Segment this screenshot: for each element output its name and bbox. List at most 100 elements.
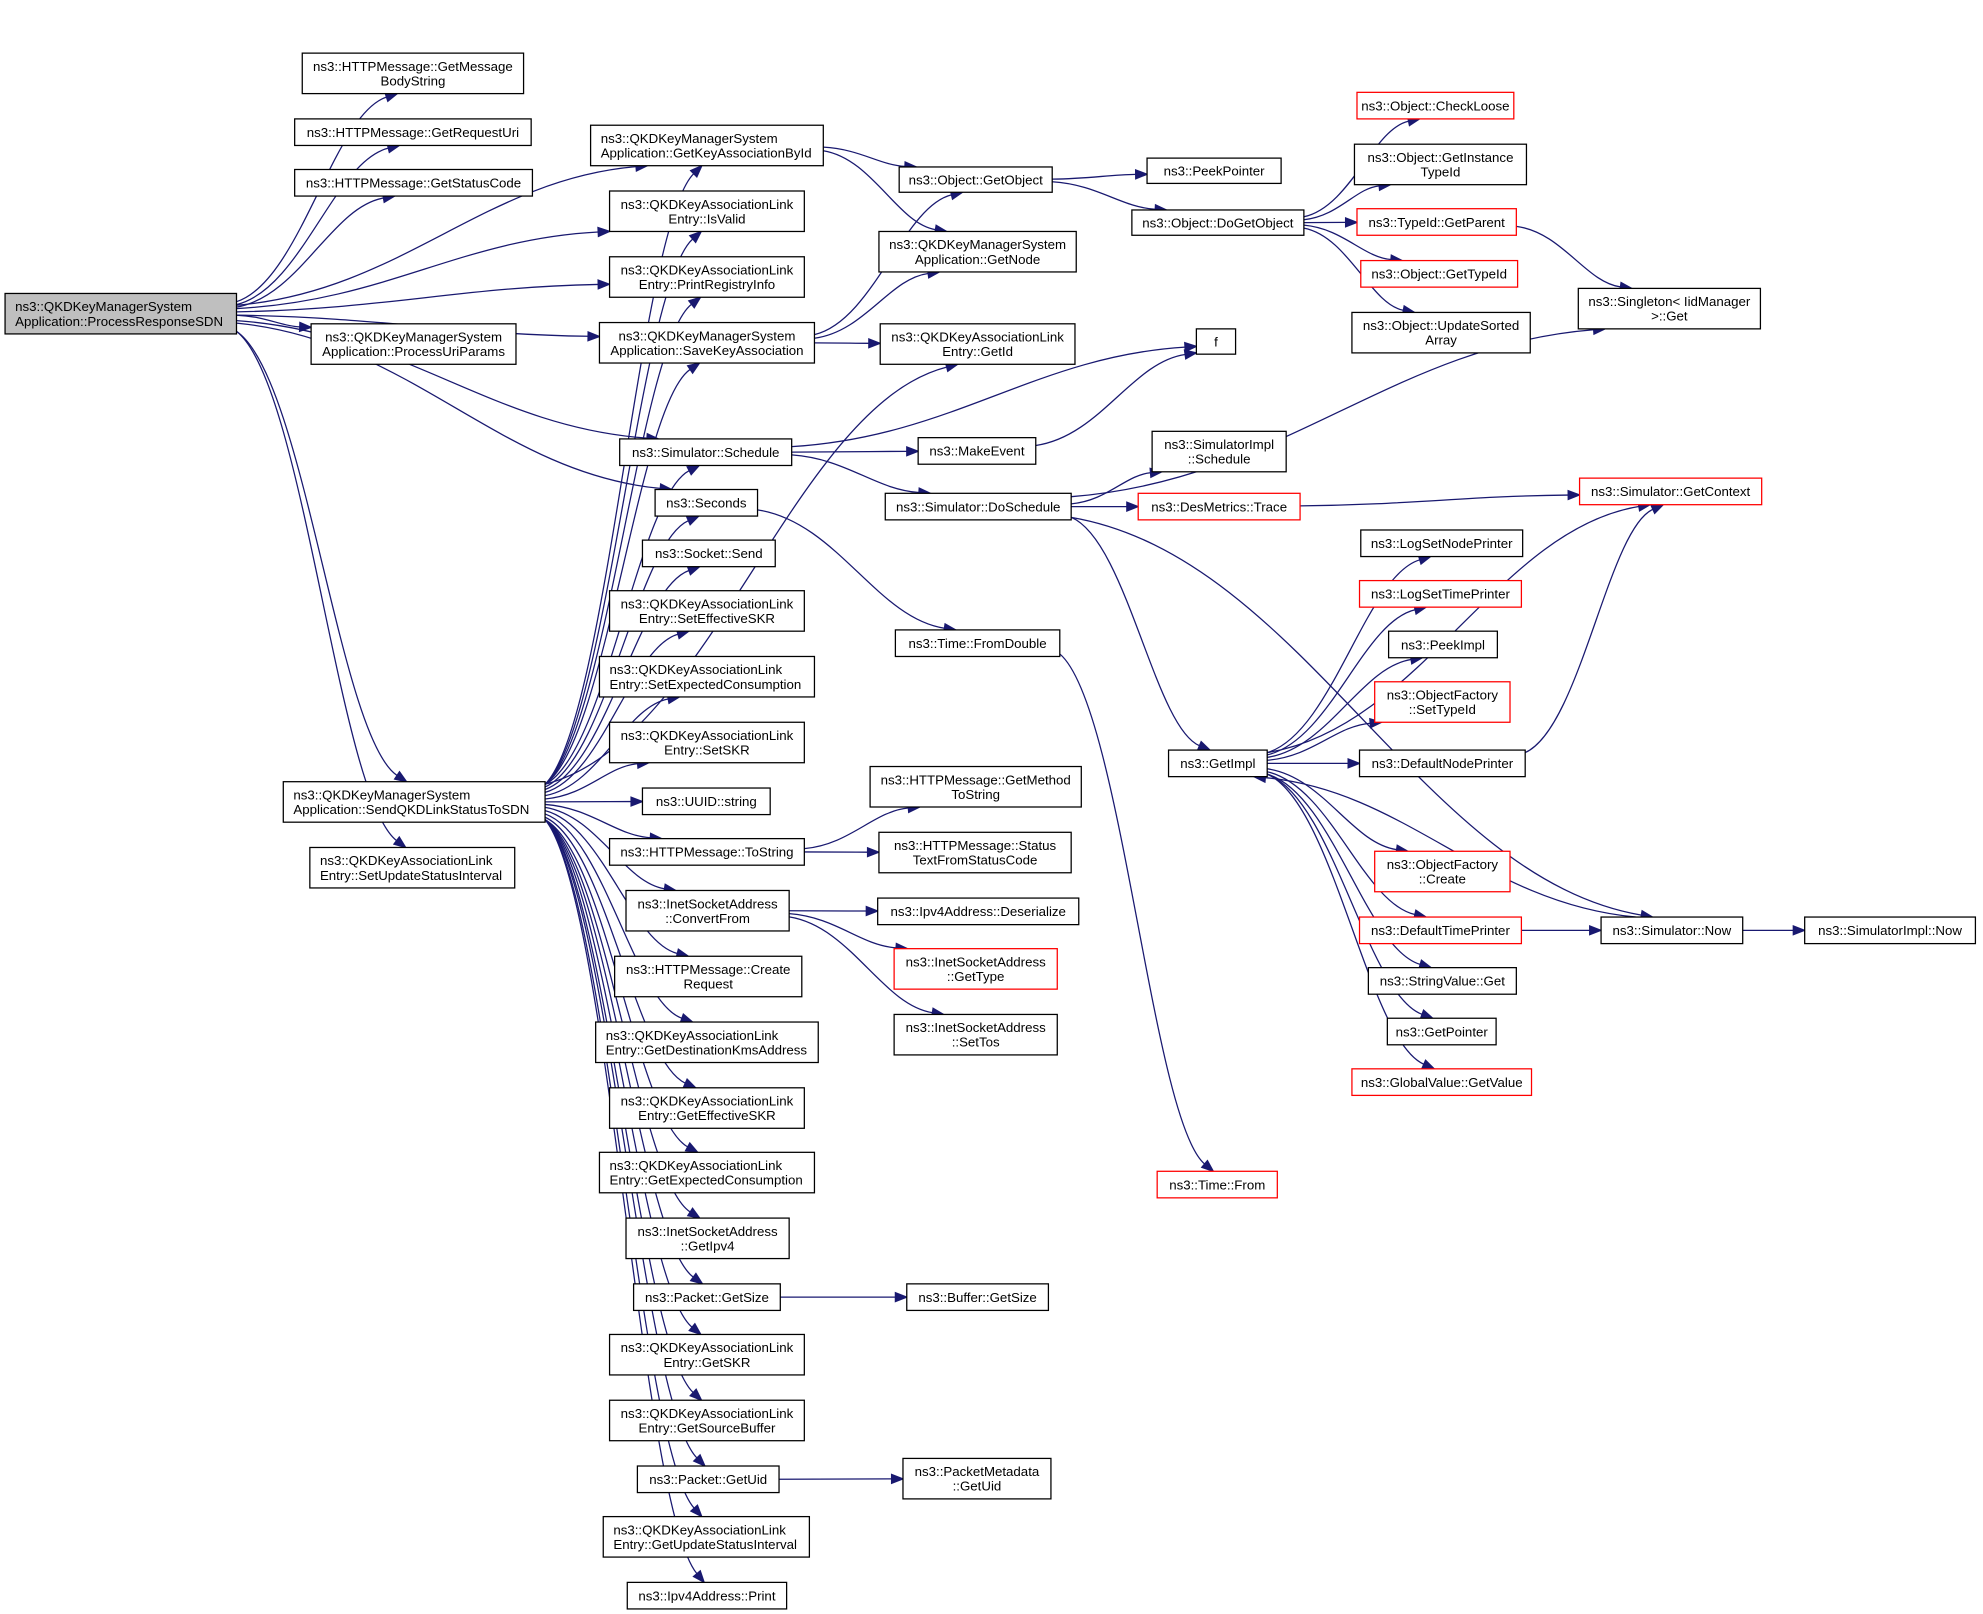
node-from-double[interactable]: ns3::Time::FromDouble: [894, 629, 1061, 658]
node-seconds[interactable]: ns3::Seconds: [654, 488, 759, 517]
node-root[interactable]: ns3::QKDKeyManagerSystemApplication::Pro…: [4, 292, 238, 335]
node-label-line: ns3::SimulatorImpl::Now: [1818, 923, 1962, 938]
node-get-status-code[interactable]: ns3::HTTPMessage::GetStatusCode: [294, 168, 534, 197]
node-make-event[interactable]: ns3::MakeEvent: [917, 437, 1037, 465]
node-factory-create[interactable]: ns3::ObjectFactory::Create: [1374, 850, 1511, 893]
node-peek-impl[interactable]: ns3::PeekImpl: [1387, 630, 1498, 659]
node-do-get-object[interactable]: ns3::Object::DoGetObject: [1131, 209, 1305, 236]
node-metadata-get-uid[interactable]: ns3::PacketMetadata::GetUid: [902, 1457, 1052, 1500]
node-global-get-value[interactable]: ns3::GlobalValue::GetValue: [1351, 1068, 1533, 1097]
node-convert-from[interactable]: ns3::InetSocketAddress::ConvertFrom: [625, 889, 790, 932]
edge-convert-from-to-get-type: [789, 912, 897, 949]
node-print-registry-info[interactable]: ns3::QKDKeyAssociationLinkEntry::PrintRe…: [608, 256, 805, 298]
arrowhead-icon: [1792, 924, 1807, 936]
node-set-update-status-interval[interactable]: ns3::QKDKeyAssociationLinkEntry::SetUpda…: [309, 846, 516, 889]
node-box: [1387, 630, 1498, 659]
node-get-impl[interactable]: ns3::GetImpl: [1167, 749, 1268, 778]
node-get-effective-skr[interactable]: ns3::QKDKeyAssociationLinkEntry::GetEffe…: [608, 1087, 805, 1129]
node-impl-now[interactable]: ns3::SimulatorImpl::Now: [1804, 916, 1977, 945]
node-get-dest-kms[interactable]: ns3::QKDKeyAssociationLinkEntry::GetDest…: [595, 1021, 819, 1064]
edge-do-schedule-to-get-impl: [1070, 516, 1200, 747]
node-get-key-assoc-by-id[interactable]: ns3::QKDKeyManagerSystemApplication::Get…: [589, 124, 824, 167]
node-get-context[interactable]: ns3::Simulator::GetContext: [1578, 477, 1763, 506]
node-default-node-printer[interactable]: ns3::DefaultNodePrinter: [1358, 749, 1526, 778]
node-to-string[interactable]: ns3::HTTPMessage::ToString: [608, 837, 805, 866]
node-do-schedule[interactable]: ns3::Simulator::DoSchedule: [884, 492, 1072, 521]
node-get-ipv4[interactable]: ns3::InetSocketAddress::GetIpv4: [625, 1217, 790, 1260]
node-packet-get-size[interactable]: ns3::Packet::GetSize: [632, 1283, 781, 1312]
edge-root-to-set-update-status-interval: [236, 330, 397, 842]
node-box: [608, 1333, 805, 1376]
node-get-expected-consumption[interactable]: ns3::QKDKeyAssociationLinkEntry::GetExpe…: [598, 1151, 816, 1194]
node-get-object[interactable]: ns3::Object::GetObject: [898, 166, 1053, 193]
node-set-type-id[interactable]: ns3::ObjectFactory::SetTypeId: [1374, 681, 1511, 723]
arrowhead-icon: [686, 565, 702, 576]
node-log-set-node-printer[interactable]: ns3::LogSetNodePrinter: [1360, 529, 1524, 558]
node-get-source-buffer[interactable]: ns3::QKDKeyAssociationLinkEntry::GetSour…: [608, 1399, 805, 1442]
node-default-time-printer[interactable]: ns3::DefaultTimePrinter: [1358, 916, 1523, 945]
node-process-uri-params[interactable]: ns3::QKDKeyManagerSystemApplication::Pro…: [310, 323, 517, 365]
node-label-line: ns3::HTTPMessage::ToString: [620, 845, 793, 860]
node-f[interactable]: f: [1195, 328, 1237, 355]
node-set-effective-skr[interactable]: ns3::QKDKeyAssociationLinkEntry::SetEffe…: [608, 590, 805, 632]
node-buffer-get-size[interactable]: ns3::Buffer::GetSize: [906, 1283, 1050, 1312]
node-box: [589, 124, 824, 167]
node-uuid-string[interactable]: ns3::UUID::string: [641, 787, 771, 816]
node-box: [1577, 287, 1762, 330]
node-save-key-assoc[interactable]: ns3::QKDKeyManagerSystemApplication::Sav…: [598, 321, 816, 364]
node-log-set-time-printer[interactable]: ns3::LogSetTimePrinter: [1358, 579, 1523, 608]
node-box: [1356, 91, 1515, 120]
node-impl-schedule[interactable]: ns3::SimulatorImpl::Schedule: [1151, 430, 1287, 473]
node-singleton-get[interactable]: ns3::Singleton< IidManager>::Get: [1577, 287, 1762, 330]
node-set-expected-consumption[interactable]: ns3::QKDKeyAssociationLinkEntry::SetExpe…: [598, 655, 816, 698]
arrowhead-icon: [689, 1388, 703, 1402]
edge-root-to-get-request-uri: [236, 147, 389, 306]
node-label-line: ns3::DesMetrics::Trace: [1151, 499, 1287, 514]
node-peek-pointer[interactable]: ns3::PeekPointer: [1146, 157, 1282, 185]
node-label-line: ns3::Packet::GetUid: [649, 1472, 767, 1487]
node-get-node[interactable]: ns3::QKDKeyManagerSystemApplication::Get…: [878, 230, 1077, 273]
node-get-pointer[interactable]: ns3::GetPointer: [1386, 1017, 1497, 1046]
node-ipv4-print[interactable]: ns3::Ipv4Address::Print: [626, 1581, 788, 1610]
node-label-line: ns3::Object::CheckLoose: [1361, 98, 1509, 113]
node-get-request-uri[interactable]: ns3::HTTPMessage::GetRequestUri: [294, 118, 532, 147]
node-get-type[interactable]: ns3::InetSocketAddress::GetType: [893, 948, 1058, 990]
node-check-loose[interactable]: ns3::Object::CheckLoose: [1356, 91, 1515, 120]
node-label-line: ns3::QKDKeyManagerSystem: [15, 299, 192, 314]
node-box: [632, 1283, 781, 1312]
node-label-line: ns3::HTTPMessage::GetMessage: [313, 59, 513, 74]
node-box: [608, 837, 805, 866]
node-status-text[interactable]: ns3::HTTPMessage::StatusTextFromStatusCo…: [878, 831, 1072, 874]
node-socket-send[interactable]: ns3::Socket::Send: [641, 539, 776, 568]
node-label-line: ns3::Packet::GetSize: [645, 1290, 769, 1305]
arrowhead-icon: [1184, 341, 1199, 353]
node-sim-now[interactable]: ns3::Simulator::Now: [1600, 916, 1744, 945]
node-get-type-id[interactable]: ns3::Object::GetTypeId: [1360, 259, 1519, 288]
node-get-parent[interactable]: ns3::TypeId::GetParent: [1356, 208, 1517, 236]
node-time-from[interactable]: ns3::Time::From: [1156, 1170, 1278, 1199]
arrowhead-icon: [685, 515, 701, 526]
arrowhead-icon: [1650, 503, 1665, 515]
node-box: [1167, 749, 1268, 778]
node-schedule[interactable]: ns3::Simulator::Schedule: [619, 438, 793, 467]
node-ipv4-deserialize[interactable]: ns3::Ipv4Address::Deserialize: [877, 897, 1080, 926]
node-trace[interactable]: ns3::DesMetrics::Trace: [1137, 492, 1301, 521]
node-get-update-status-interval[interactable]: ns3::QKDKeyAssociationLinkEntry::GetUpda…: [602, 1515, 811, 1558]
node-string-value-get[interactable]: ns3::StringValue::Get: [1367, 967, 1517, 995]
node-send-status[interactable]: ns3::QKDKeyManagerSystemApplication::Sen…: [282, 781, 546, 823]
node-box: [906, 1283, 1050, 1312]
arrowhead-icon: [688, 1322, 703, 1336]
node-packet-get-uid[interactable]: ns3::Packet::GetUid: [636, 1465, 780, 1494]
node-set-tos[interactable]: ns3::InetSocketAddress::SetTos: [893, 1013, 1058, 1056]
node-label-line: ns3::GetPointer: [1396, 1024, 1489, 1039]
node-box: [869, 765, 1082, 808]
